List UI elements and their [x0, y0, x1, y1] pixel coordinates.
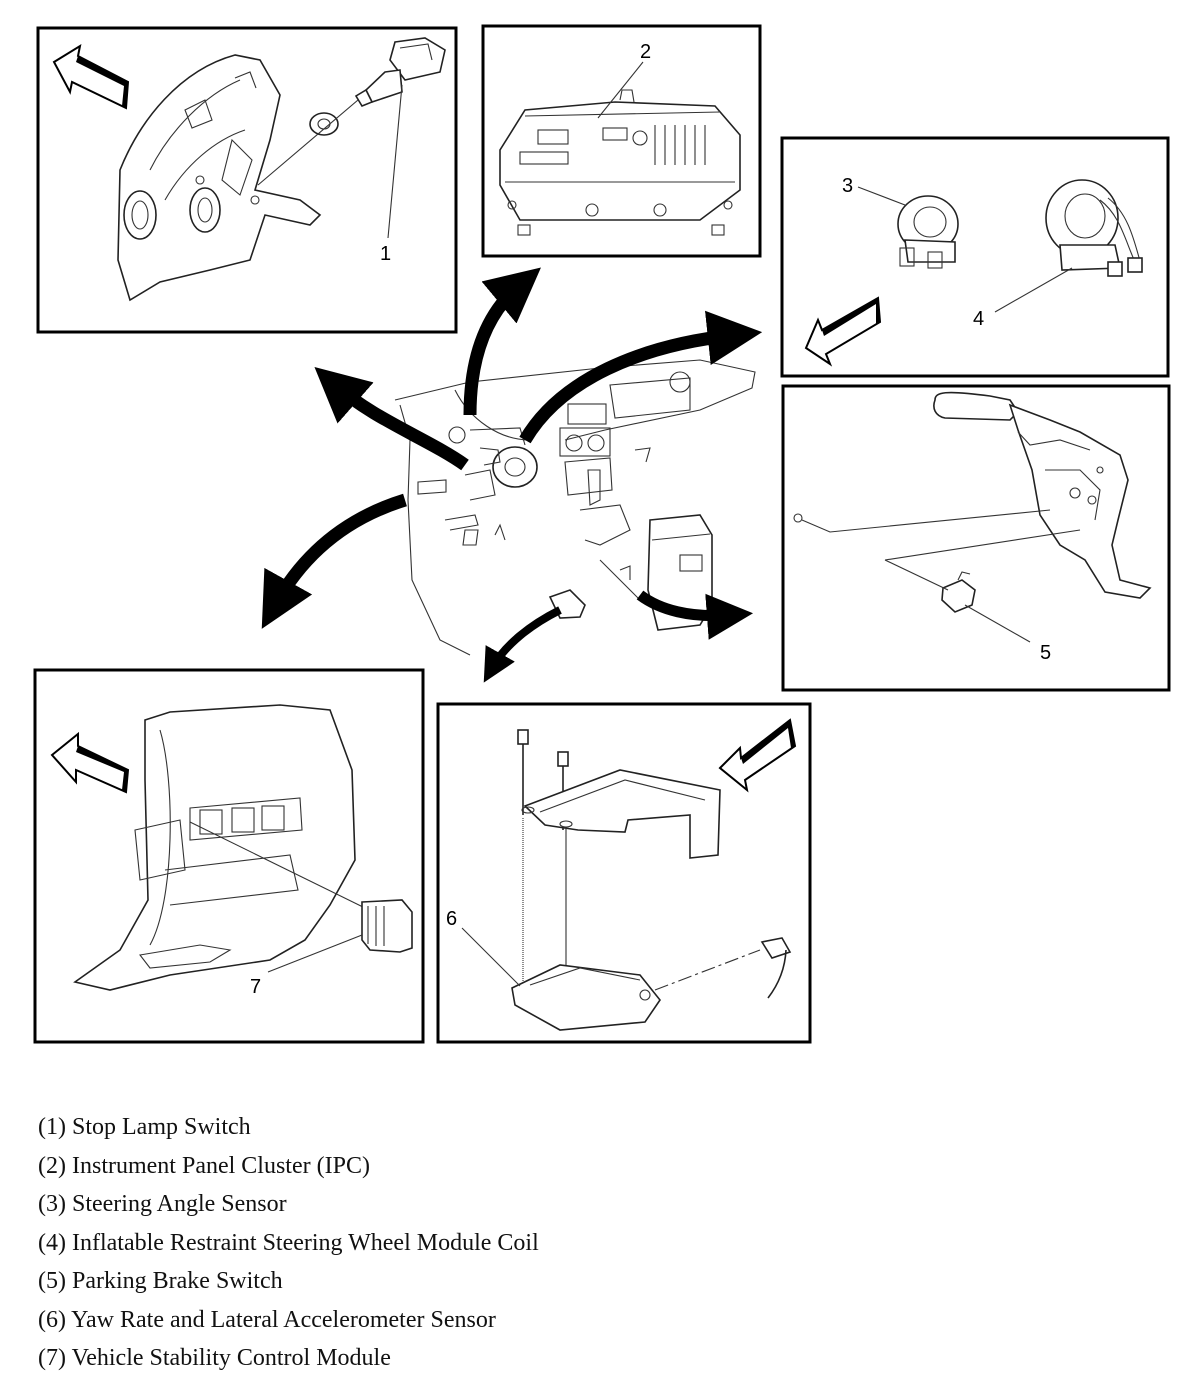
legend-number: (5): [38, 1268, 66, 1294]
legend-item: (2) Instrument Panel Cluster (IPC): [38, 1147, 1178, 1186]
component-locator-diagram: 1 2: [33, 24, 1171, 1044]
parking-brake-switch-part: [941, 571, 976, 613]
legend-item: (5) Parking Brake Switch: [38, 1262, 1178, 1301]
legend-item: (6) Yaw Rate and Lateral Accelerometer S…: [38, 1301, 1178, 1340]
legend-text: Yaw Rate and Lateral Accelerometer Senso…: [71, 1306, 496, 1333]
legend-item: (4) Inflatable Restraint Steering Wheel …: [38, 1224, 1178, 1263]
steering-wheel-module-coil-part: [1045, 179, 1143, 277]
direction-arrow-icon: [50, 731, 130, 794]
panel-steering-components: 3 4: [780, 136, 1170, 378]
legend-number: (3): [38, 1191, 66, 1217]
locator-arrows: [261, 267, 763, 683]
vsc-module-part: [361, 899, 413, 953]
callout-2: 2: [640, 41, 651, 63]
bracket-part: [521, 769, 721, 859]
callout-3: 3: [842, 175, 853, 197]
legend-text: Parking Brake Switch: [71, 1268, 283, 1294]
legend-item: (3) Steering Angle Sensor: [38, 1185, 1178, 1224]
lower-trim-panel-illustration: [73, 704, 356, 991]
dashboard-overview-illustration: [394, 359, 756, 656]
direction-arrow-icon: [52, 43, 130, 110]
legend-text: Inflatable Restraint Steering Wheel Modu…: [71, 1229, 539, 1256]
legend-item: (1) Stop Lamp Switch: [38, 1108, 1178, 1147]
legend-text: Stop Lamp Switch: [71, 1114, 251, 1140]
legend-text: Instrument Panel Cluster (IPC): [71, 1152, 370, 1179]
direction-arrow-icon: [718, 718, 797, 793]
direction-arrow-icon: [804, 296, 882, 367]
legend-number: (4): [38, 1229, 66, 1256]
callout-4: 4: [973, 308, 984, 330]
legend-text: Steering Angle Sensor: [71, 1191, 287, 1217]
component-legend: (1) Stop Lamp Switch (2) Instrument Pane…: [38, 1108, 1178, 1378]
legend-number: (7): [38, 1345, 66, 1371]
callout-5: 5: [1040, 642, 1051, 664]
legend-item: (7) Vehicle Stability Control Module: [38, 1339, 1178, 1378]
parking-brake-lever-part: [933, 391, 1152, 599]
legend-number: (1): [38, 1114, 66, 1140]
panel-instrument-panel-cluster: 2: [481, 24, 762, 258]
callout-1: 1: [380, 243, 391, 265]
panel-vehicle-stability-control-module: 7: [33, 668, 425, 1044]
panel-parking-brake-switch: 5: [781, 384, 1171, 692]
steering-angle-sensor-part: [897, 195, 959, 269]
callout-6: 6: [446, 908, 457, 930]
panel-yaw-rate-sensor: 6: [436, 702, 812, 1044]
legend-text: Vehicle Stability Control Module: [71, 1345, 391, 1371]
legend-number: (2): [38, 1152, 66, 1179]
instrument-cluster-part: [499, 89, 741, 236]
panel-stop-lamp-switch: 1: [36, 26, 458, 334]
sensor-connector-part: [760, 937, 792, 999]
pedal-bracket-illustration: [117, 54, 322, 302]
legend-number: (6): [38, 1306, 66, 1333]
stop-lamp-switch-part: [257, 37, 446, 239]
yaw-rate-sensor-part: [511, 964, 661, 1031]
callout-7: 7: [250, 976, 261, 998]
